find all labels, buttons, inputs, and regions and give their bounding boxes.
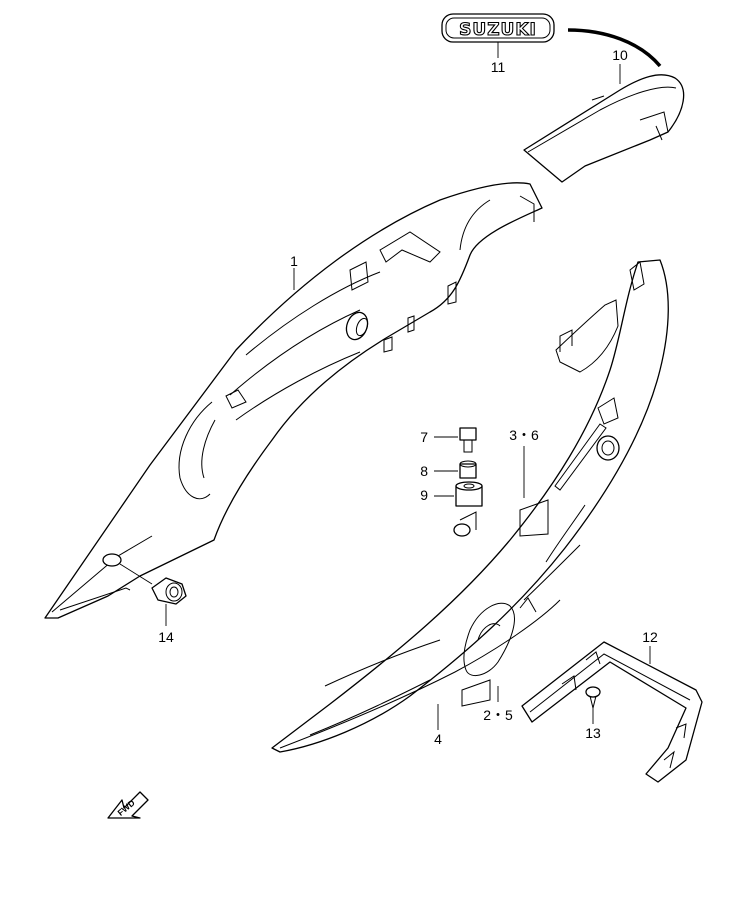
callout-11[interactable]: 11: [491, 59, 506, 75]
bolt-part-7[interactable]: [459, 427, 477, 453]
emblem-placement-arc: [567, 28, 662, 68]
callout-9[interactable]: 9: [420, 487, 428, 503]
emblem-inner-frame: [445, 17, 551, 39]
frame-cover-left-part-1[interactable]: [44, 182, 543, 619]
callout-14[interactable]: 14: [158, 629, 174, 645]
cushion-part-14[interactable]: [119, 563, 187, 605]
callout-7[interactable]: 7: [420, 429, 428, 445]
bracket-part-12[interactable]: [521, 641, 703, 783]
callout-1[interactable]: 1: [290, 253, 298, 269]
callout-8[interactable]: 8: [420, 463, 428, 479]
emblem-lettering: SUZUKI: [459, 20, 537, 40]
callout-10[interactable]: 10: [612, 47, 628, 63]
collar-part-8[interactable]: [459, 460, 477, 479]
callout-12[interactable]: 12: [642, 629, 658, 645]
forward-direction-arrow: FWD: [107, 791, 149, 819]
emblem-part-11[interactable]: SUZUKI: [441, 13, 555, 43]
callout-3-6[interactable]: 3・6: [509, 427, 539, 443]
callout-2-5[interactable]: 2・5: [483, 707, 513, 723]
callout-13[interactable]: 13: [585, 725, 601, 741]
frame-cover-right-part-4[interactable]: [271, 259, 669, 753]
screw-part-13[interactable]: [585, 686, 601, 709]
cushion-part-9[interactable]: [455, 481, 483, 507]
tail-cover-part-10[interactable]: [523, 74, 685, 183]
callout-4[interactable]: 4: [434, 731, 442, 747]
